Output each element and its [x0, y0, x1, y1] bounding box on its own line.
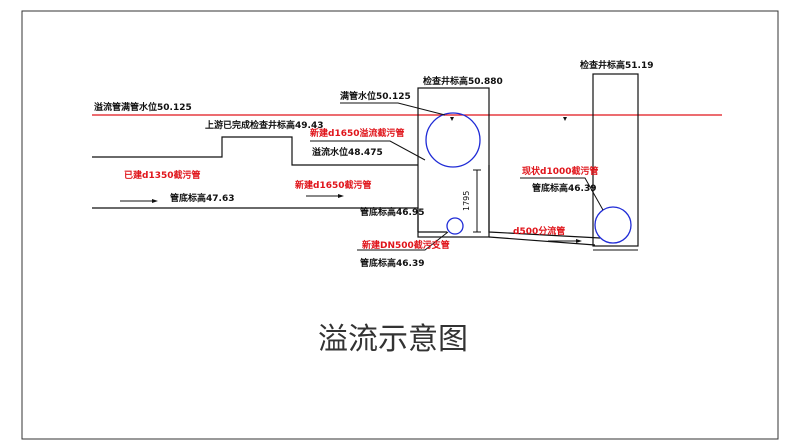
leader-water-level — [340, 102, 446, 116]
d1000-pipe-section — [594, 206, 632, 244]
leader-dn500 — [357, 231, 449, 251]
label-upstream-manhole: 上游已完成检查井标高49.43 — [205, 119, 323, 131]
d500-branch-pipe-top — [488, 165, 601, 239]
label-manhole-51-19: 检查井标高51.19 — [580, 59, 653, 71]
label-full-pipe-water-level: 满管水位50.125 — [340, 90, 411, 102]
leader-d1650 — [310, 140, 426, 161]
frame-border — [21, 10, 779, 440]
water-level-marker-2 — [563, 117, 567, 121]
label-invert-47-63: 管底标高47.63 — [170, 192, 234, 204]
label-invert-46-39-b: 管底标高46.39 — [532, 182, 596, 194]
label-manhole-50-880: 检查井标高50.880 — [423, 75, 503, 87]
manhole-2 — [592, 73, 639, 247]
label-d500-branch: d500分流管 — [513, 225, 565, 237]
flow-arrow-3-head — [576, 239, 582, 243]
flow-arrow-2-head — [338, 194, 344, 198]
leader-d1000 — [520, 177, 604, 211]
upstream-pipe-top — [92, 136, 418, 166]
label-new-d1650-overflow: 新建d1650溢流截污管 — [310, 127, 405, 139]
dn500-pipe-section — [446, 217, 464, 235]
water-level-marker-1 — [450, 117, 454, 121]
flow-arrow-1-head — [152, 199, 158, 203]
label-invert-46-95: 管底标高46.95 — [360, 206, 424, 218]
label-existing-d1350: 已建d1350截污管 — [124, 169, 201, 181]
diagram-title: 溢流示意图 — [318, 322, 468, 357]
label-full-pipe-level: 溢流管满管水位50.125 — [94, 101, 192, 113]
label-existing-d1000: 现状d1000截污管 — [522, 165, 599, 177]
label-invert-46-39-a: 管底标高46.39 — [360, 257, 424, 269]
d500-branch-pipe-bottom — [488, 236, 596, 246]
dimension-1795: 1795 — [462, 191, 471, 211]
d1650-pipe-section — [425, 112, 481, 168]
label-new-dn500: 新建DN500截污支管 — [362, 239, 450, 251]
label-new-d1650: 新建d1650截污管 — [295, 179, 372, 191]
label-overflow-level: 溢流水位48.475 — [312, 146, 383, 158]
